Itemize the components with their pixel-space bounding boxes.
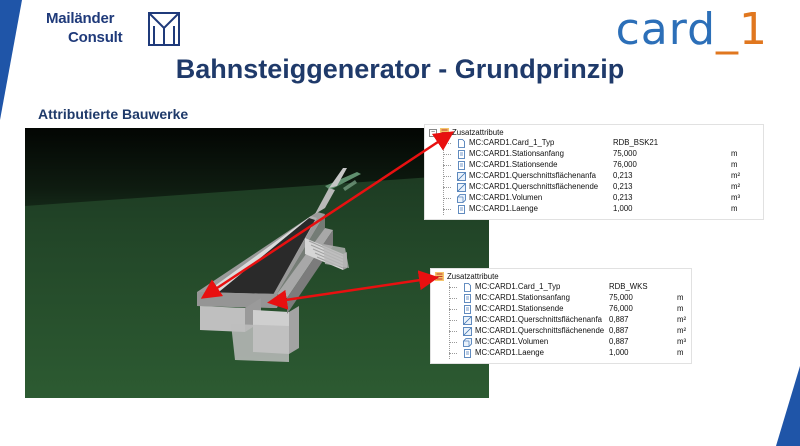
doc-icon [458, 139, 465, 148]
attribute-row[interactable]: MC:CARD1.Stationsanfang 75,000 m [425, 149, 763, 160]
attribute-unit: m³ [677, 337, 687, 346]
attribute-unit: m [677, 293, 684, 302]
attribute-value: 76,000 [613, 160, 637, 169]
tree-root-label: Zusatzattribute [447, 272, 499, 281]
attribute-list-icon [440, 128, 449, 137]
attribute-value: 75,000 [613, 149, 637, 158]
attribute-unit: m [677, 348, 684, 357]
attribute-row[interactable]: MC:CARD1.Stationsende 76,000 m [431, 304, 691, 315]
attribute-row[interactable]: MC:CARD1.Querschnittsflächenanfa 0,887 m² [431, 315, 691, 326]
attribute-value: 1,000 [613, 204, 633, 213]
attribute-value: 1,000 [609, 348, 629, 357]
attribute-row[interactable]: MC:CARD1.Volumen 0,213 m³ [425, 193, 763, 204]
attribute-name: MC:CARD1.Stationsende [469, 160, 558, 169]
attribute-name: MC:CARD1.Volumen [469, 193, 543, 202]
attribute-name: MC:CARD1.Stationsanfang [469, 149, 564, 158]
attribute-row[interactable]: MC:CARD1.Querschnittsflächenende 0,213 m² [425, 182, 763, 193]
attribute-unit: m² [731, 171, 741, 180]
attribute-name: MC:CARD1.Querschnittsflächenanfa [475, 315, 602, 324]
attribute-value: 0,887 [609, 326, 629, 335]
collapse-toggle-icon[interactable]: − [429, 128, 437, 137]
attribute-name: MC:CARD1.Stationsende [475, 304, 564, 313]
attribute-row[interactable]: MC:CARD1.Querschnittsflächenende 0,887 m² [431, 326, 691, 337]
attribute-panel-1: − Zusatzattribute MC:CARD1.Card_1_Typ RDB… [424, 124, 764, 220]
attribute-name: MC:CARD1.Querschnittsflächenende [469, 182, 599, 191]
attribute-name: MC:CARD1.Laenge [475, 348, 544, 357]
attribute-name: MC:CARD1.Stationsanfang [475, 293, 570, 302]
attribute-name: MC:CARD1.Laenge [469, 204, 538, 213]
attribute-row[interactable]: MC:CARD1.Card_1_Typ RDB_BSK21 [425, 138, 763, 149]
attribute-unit: m [731, 160, 738, 169]
attribute-name: MC:CARD1.Card_1_Typ [469, 138, 555, 147]
page-title: Bahnsteiggenerator - Grundprinzip [175, 54, 625, 84]
attribute-unit: m² [677, 315, 687, 324]
area-icon [463, 327, 472, 336]
attribute-row[interactable]: MC:CARD1.Volumen 0,887 m³ [431, 337, 691, 348]
attribute-list-icon [435, 272, 444, 281]
number-icon [458, 161, 465, 170]
volume-icon [457, 194, 466, 203]
attribute-row[interactable]: MC:CARD1.Stationsende 76,000 m [425, 160, 763, 171]
attribute-name: MC:CARD1.Querschnittsflächenanfa [469, 171, 596, 180]
attribute-unit: m² [731, 182, 741, 191]
attribute-value: RDB_BSK21 [613, 138, 659, 147]
section-subtitle: Attributierte Bauwerke [38, 106, 189, 122]
doc-icon [464, 283, 471, 292]
attribute-value: 76,000 [609, 304, 633, 313]
attribute-row[interactable]: MC:CARD1.Querschnittsflächenanfa 0,213 m² [425, 171, 763, 182]
attribute-value: 0,887 [609, 315, 629, 324]
corner-decoration-right [776, 366, 800, 446]
card1-logo: card_1 [616, 4, 768, 55]
attribute-name: MC:CARD1.Card_1_Typ [475, 282, 561, 291]
logo-text-line1: Mailänder [46, 10, 115, 27]
attribute-row[interactable]: MC:CARD1.Laenge 1,000 m [425, 204, 763, 215]
attribute-value: 0,213 [613, 171, 633, 180]
attribute-value: 0,213 [613, 182, 633, 191]
attribute-panel-2: Zusatzattribute MC:CARD1.Card_1_Typ RDB_W… [430, 268, 692, 364]
attribute-row[interactable]: MC:CARD1.Card_1_Typ RDB_WKS [431, 282, 691, 293]
number-icon [464, 294, 471, 303]
number-icon [464, 349, 471, 358]
attribute-row[interactable]: MC:CARD1.Laenge 1,000 m [431, 348, 691, 359]
volume-icon [463, 338, 472, 347]
attribute-value: 0,887 [609, 337, 629, 346]
corner-decoration-left [0, 0, 22, 120]
attribute-unit: m [731, 149, 738, 158]
attribute-name: MC:CARD1.Querschnittsflächenende [475, 326, 605, 335]
attribute-value: 75,000 [609, 293, 633, 302]
logo-mark-icon [148, 12, 180, 46]
attribute-value: 0,213 [613, 193, 633, 202]
attribute-unit: m² [677, 326, 687, 335]
logo-text-line2: Consult [68, 29, 123, 46]
card1-logo-tail: _1 [716, 4, 768, 55]
attribute-row[interactable]: MC:CARD1.Stationsanfang 75,000 m [431, 293, 691, 304]
area-icon [463, 316, 472, 325]
attribute-unit: m [677, 304, 684, 313]
number-icon [458, 150, 465, 159]
number-icon [464, 305, 471, 314]
area-icon [457, 172, 466, 181]
attribute-value: RDB_WKS [609, 282, 648, 291]
attribute-unit: m [731, 204, 738, 213]
tree-root-row[interactable]: − Zusatzattribute [429, 127, 504, 138]
tree-root-row[interactable]: Zusatzattribute [435, 271, 499, 282]
mailaender-consult-logo: Mailänder Consult [46, 8, 186, 52]
attribute-unit: m³ [731, 193, 741, 202]
card1-logo-main: card [615, 4, 716, 55]
number-icon [458, 205, 465, 214]
3d-scene-viewport[interactable] [25, 128, 489, 398]
area-icon [457, 183, 466, 192]
attribute-name: MC:CARD1.Volumen [475, 337, 549, 346]
tree-root-label: Zusatzattribute [452, 128, 504, 137]
